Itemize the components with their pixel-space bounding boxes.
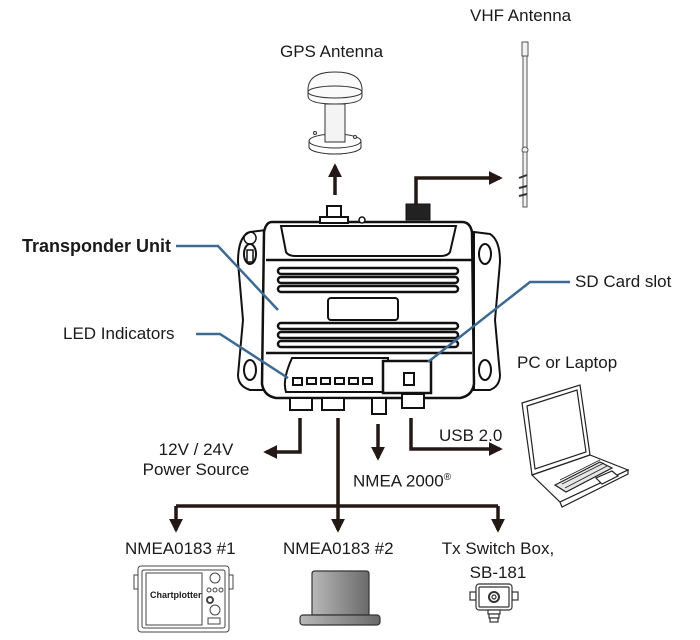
power-source-label: 12V / 24V Power Source	[134, 440, 258, 480]
arrow-to-power	[263, 418, 302, 459]
nmea0183-bus	[169, 418, 505, 533]
led-indicator	[306, 377, 317, 385]
nmea2000-text: NMEA 2000	[353, 471, 444, 491]
nmea-device-icon	[299, 570, 381, 626]
tx-switch-box-model: SB-181	[469, 563, 527, 582]
tx-switch-box-name: Tx Switch Box,	[441, 539, 555, 558]
nmea0183-1-label: NMEA0183 #1	[125, 539, 236, 558]
led-indicator	[362, 377, 373, 385]
leader-sd-card-slot	[427, 280, 570, 363]
leader-transponder-unit	[176, 244, 279, 311]
gps-antenna-icon	[307, 71, 363, 155]
nmea0183-2-label: NMEA0183 #2	[283, 539, 394, 558]
power-source-text: Power Source	[142, 460, 250, 479]
nmea2000-label: NMEA 2000®	[353, 468, 451, 492]
sd-card-slot-label: SD Card slot	[575, 272, 672, 291]
leader-led-indicators	[196, 332, 289, 380]
arrow-to-usb-laptop	[409, 418, 503, 456]
vhf-antenna-icon	[518, 41, 529, 208]
chartplotter-screen-label: Chartplotter	[150, 590, 202, 600]
registered-mark: ®	[443, 472, 452, 483]
led-indicator-row	[292, 377, 373, 386]
tx-switch-box-label: Tx Switch Box, SB-181	[432, 539, 564, 583]
chartplotter-icon	[133, 565, 234, 633]
gps-antenna-label: GPS Antenna	[280, 42, 384, 61]
tx-switch-box-icon	[469, 583, 519, 623]
transponder-unit-icon	[236, 203, 502, 415]
pc-laptop-label: PC or Laptop	[517, 353, 618, 372]
led-indicator	[348, 377, 359, 385]
power-voltage-text: 12V / 24V	[158, 440, 234, 459]
led-indicator	[292, 377, 303, 386]
led-indicators-label: LED Indicators	[63, 324, 175, 343]
led-indicator	[334, 377, 345, 385]
transponder-unit-label: Transponder Unit	[22, 236, 172, 256]
usb-label: USB 2.0	[439, 426, 503, 445]
led-indicator	[320, 377, 331, 385]
vhf-antenna-label: VHF Antenna	[470, 6, 572, 25]
leader-lines	[176, 244, 570, 380]
arrow-to-vhf	[414, 171, 503, 205]
laptop-icon	[521, 384, 630, 508]
